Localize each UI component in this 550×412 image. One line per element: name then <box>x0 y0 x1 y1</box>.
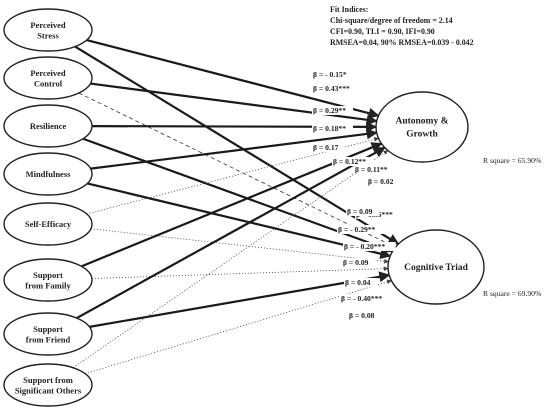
predictor-node-re: Resilience <box>3 104 93 148</box>
predictor-label: Mindfulness <box>26 169 72 179</box>
path-mi-to-ag <box>90 128 378 170</box>
beta-label-sso-to-ag: β = 0.02 <box>368 177 394 186</box>
predictor-label: Support <box>33 324 63 334</box>
beta-label-sfr-to-ct: β = - 0.40*** <box>341 294 382 303</box>
beta-label-bg <box>312 106 353 115</box>
predictor-node-mi: Mindfulness <box>3 152 93 196</box>
node-ellipse <box>3 56 93 100</box>
beta-label-ps-to-ag: β = - 0.15* <box>313 70 347 79</box>
beta-label-bg <box>344 278 378 287</box>
beta-label-bg <box>346 207 380 216</box>
beta-label-bg <box>312 70 357 79</box>
nodes-layer: PerceivedStressPerceivedControlResilienc… <box>3 8 485 407</box>
predictor-label: Perceived <box>30 20 66 30</box>
beta-label-bg <box>354 165 395 174</box>
fit-indices-chi-square: Chi-square/degree of freedom = 2.14 <box>330 16 453 25</box>
beta-label-bg <box>340 294 393 303</box>
path-sfa-to-ct <box>91 266 389 279</box>
beta-label-pc-to-ct: β = 0.09 <box>347 207 373 216</box>
path-ps-to-ag <box>86 38 380 119</box>
beta-label-re-to-ag: β = 0.29** <box>313 106 346 115</box>
beta-label-bg <box>348 311 382 320</box>
r-square-autonomy-growth: R square = 65.90% <box>483 156 542 165</box>
beta-label-se-to-ct: β = 0.09 <box>343 258 369 267</box>
path-se-to-ct <box>90 228 389 264</box>
path-sfr-to-ag <box>76 146 386 320</box>
node-ellipse <box>3 312 93 356</box>
path-sfr-to-ct <box>89 271 391 328</box>
beta-labels-layer: β = - 0.15*β = 0.36***β = 0.43***β = 0.0… <box>312 70 401 320</box>
beta-label-bg <box>312 84 357 93</box>
outcome-label: Autonomy & <box>395 117 448 127</box>
predictor-label: Stress <box>37 30 59 40</box>
predictor-label: from Friend <box>26 334 71 344</box>
beta-label-bg <box>312 143 346 152</box>
predictor-label: Control <box>34 78 63 88</box>
beta-label-se-to-ag: β = 0.17 <box>313 143 339 152</box>
node-ellipse <box>3 104 93 148</box>
predictor-label: from Family <box>25 280 71 290</box>
predictor-label: Self-Efficacy <box>25 219 72 229</box>
node-ellipse <box>3 152 93 196</box>
outcome-ellipse <box>387 229 485 305</box>
beta-label-bg <box>343 242 396 251</box>
beta-label-sfr-to-ag: β = 0.11** <box>355 165 388 174</box>
beta-label-bg <box>367 177 401 186</box>
outcome-node-ct: Cognitive Triad <box>387 229 485 305</box>
node-ellipse <box>3 258 93 302</box>
beta-label-bg <box>332 157 373 166</box>
beta-label-sso-to-ct: β = 0.08 <box>349 311 375 320</box>
beta-label-pc-to-ag: β = 0.43*** <box>313 84 350 93</box>
fit-indices: Fit Indices: Chi-square/degree of freedo… <box>330 5 474 47</box>
path-re-to-ct <box>82 137 394 254</box>
r-square-cognitive-triad: R square = 69.90% <box>483 289 542 298</box>
path-pc-to-ct <box>78 92 396 248</box>
beta-label-bg <box>342 258 376 267</box>
predictor-label: Support from <box>23 375 73 385</box>
outcome-node-ag: Autonomy & Growth <box>375 91 469 163</box>
outcome-ellipse <box>375 91 469 163</box>
path-ps-to-ct <box>74 45 400 245</box>
fit-indices-rmsea: RMSEA=0.04, 90% RMSEA=0.039 - 0.042 <box>330 38 474 47</box>
path-sso-to-ct <box>84 279 392 375</box>
outcome-label: Growth <box>406 130 438 140</box>
predictor-label: Perceived <box>30 68 66 78</box>
node-ellipse <box>3 8 93 52</box>
outcome-label: Cognitive Triad <box>404 263 468 273</box>
path-sso-to-ag <box>72 150 389 369</box>
beta-label-mi-to-ag: β = 0.18** <box>313 124 346 133</box>
path-sfa-to-ag <box>80 142 383 268</box>
path-se-to-ag <box>86 137 379 215</box>
predictor-label: Significant Others <box>15 385 82 395</box>
fit-indices-title: Fit Indices: <box>330 5 368 14</box>
beta-label-sfa-to-ag: β = 0.12** <box>333 157 366 166</box>
node-ellipse <box>3 363 93 407</box>
beta-label-re-to-ct: β = - 0.29** <box>338 225 376 234</box>
fit-indices-cfi: CFI=0.90, TLI = 0.90, IFI=0.90 <box>330 27 435 36</box>
predictor-label: Resilience <box>30 121 67 131</box>
path-mi-to-ct <box>87 182 392 260</box>
beta-label-bg <box>337 225 386 234</box>
predictor-node-se: Self-Efficacy <box>3 202 93 246</box>
node-ellipse <box>3 202 93 246</box>
predictor-label: Support <box>33 270 63 280</box>
beta-label-sfa-to-ct: β = 0.04 <box>345 278 371 287</box>
beta-label-bg <box>312 124 353 133</box>
beta-label-mi-to-ct: β = - 0.20*** <box>344 242 385 251</box>
